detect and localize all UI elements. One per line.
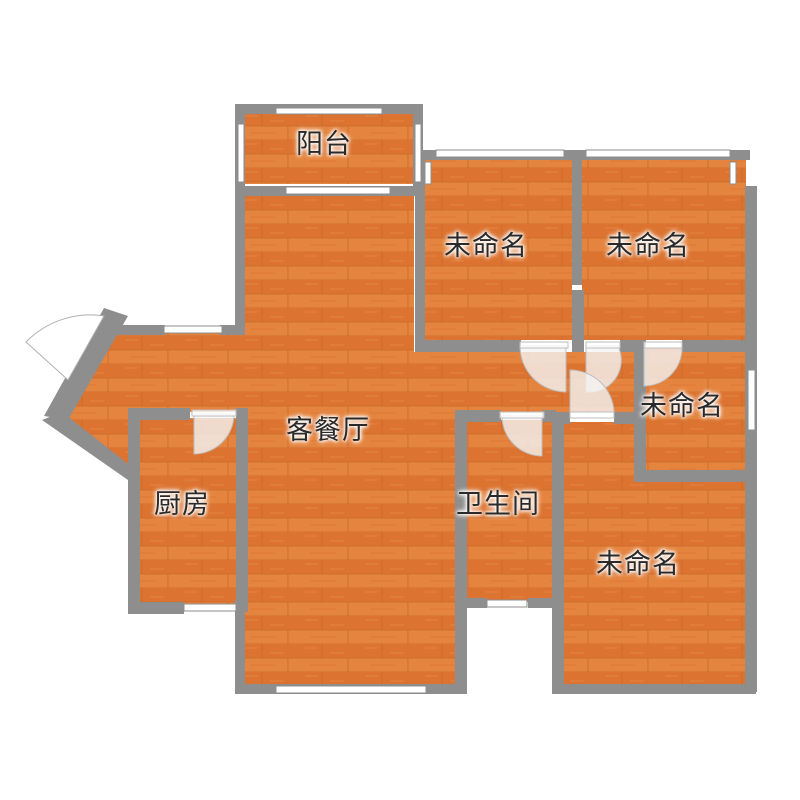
entry-window (163, 325, 223, 334)
kitchen-label: 厨房 (154, 489, 210, 520)
bedroom-2-window (585, 149, 731, 158)
bedroom-3-label: 未命名 (640, 391, 724, 422)
bedroom-1-door (519, 345, 567, 393)
bedroom-3-window (747, 369, 756, 431)
bedroom-1-label: 未命名 (444, 231, 528, 262)
entry-door (25, 314, 105, 381)
bedroom-4-floor (562, 422, 748, 684)
bedroom-2-label: 未命名 (606, 231, 690, 262)
bathroom-door (501, 415, 543, 457)
bedroom-3-door (643, 347, 683, 387)
kitchen-floor (140, 418, 236, 606)
bedroom-1-floor (424, 160, 572, 340)
balcony-window-left (237, 123, 245, 183)
bedroom-1-window (435, 149, 565, 158)
floors (58, 112, 748, 686)
balcony-window-top (275, 107, 383, 115)
entry-floor (58, 330, 243, 470)
bathroom-window (486, 599, 528, 608)
doors (25, 314, 683, 457)
bathroom-label: 卫生间 (456, 489, 540, 520)
balcony-sliding-door (285, 186, 391, 195)
balcony-window-right (414, 123, 422, 183)
bedroom-1-side-window (424, 161, 432, 185)
windows (163, 107, 756, 694)
living-dining-floor (243, 194, 640, 686)
balcony-label: 阳台 (296, 129, 352, 160)
living-window (275, 685, 427, 694)
bedroom-4-label: 未命名 (596, 549, 680, 580)
living-dining-label: 客餐厅 (286, 415, 370, 446)
kitchen-door (193, 413, 235, 455)
bedroom-2-side-window (729, 161, 737, 185)
bedroom-4-door (569, 369, 615, 413)
balcony-floor (243, 112, 415, 184)
bedroom-2-floor (582, 160, 746, 340)
kitchen-window (183, 603, 237, 612)
